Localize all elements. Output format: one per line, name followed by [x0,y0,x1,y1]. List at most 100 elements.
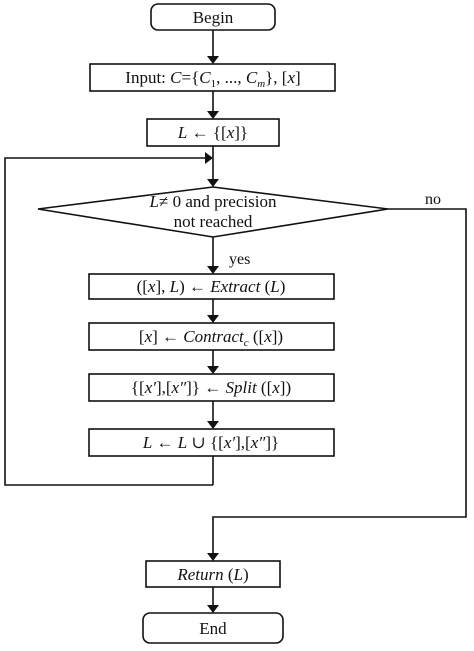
update-union: ∪ {[ [187,433,224,452]
input-box-close: ] [295,68,301,87]
end-shape [142,612,284,644]
split-node: {[x′],[x″]} ← Split ([x]) [88,373,335,402]
arrowhead-return [207,553,219,561]
contract-label: [x] ← Contractc ([x]) [139,327,283,349]
input-cm: C [246,68,258,87]
extract-function: Extract [209,277,261,296]
update-close: ]} [265,433,279,452]
init-node: L ← {[x]} [146,118,280,147]
split-arg-close: ]) [280,378,291,397]
input-box-var: x [286,68,295,87]
contract-shape [88,322,335,351]
input-set-close: }, [ [265,68,288,87]
init-shape [146,118,280,147]
contract-arg-close: ]) [272,327,283,346]
arrowhead-update [207,421,219,429]
extract-shape [88,273,335,300]
split-arg: x [271,378,280,397]
end-node: End [142,612,284,644]
init-label: L ← {[x]} [177,123,248,142]
extract-x: x [147,277,156,296]
split-mid: ],[ [156,378,172,397]
arrowhead-end [207,605,219,613]
input-label: Input: C={C1, ..., Cm}, [x] [125,68,300,90]
extract-arg-close: ) [280,277,286,296]
end-label: End [199,619,227,638]
split-label: {[x′],[x″]} ← Split ([x]) [131,378,291,397]
extract-arrow: ) ← [179,277,210,296]
edge-label-yes: yes [229,251,250,268]
edge-decision-no-path [212,208,467,553]
contract-arg: x [263,327,272,346]
input-set-name: C [170,68,182,87]
loop-back-path [4,157,213,486]
arrowhead-split [207,366,219,374]
update-l-right: L [177,433,187,452]
split-function: Split [226,378,258,397]
input-cm-subscript: m [257,78,265,90]
input-set-open: ={ [182,68,200,87]
extract-open: ([ [137,277,149,296]
begin-label: Begin [193,8,234,27]
contract-open: [ [139,327,145,346]
input-prefix: Input: [125,68,170,87]
input-c1-subscript: 1 [211,78,217,90]
contract-x: x [144,327,153,346]
decision-condition: ≠ 0 and precision [159,192,277,211]
begin-node: Begin [150,3,276,31]
update-arrow: ← [152,433,178,452]
decision-line-2: not reached [174,212,253,231]
extract-arg-open: ( [260,277,270,296]
init-close: ]} [234,123,248,142]
connectors [4,30,467,613]
init-l: L [177,123,187,142]
decision-shape [37,186,389,238]
split-x1: x′ [144,378,157,397]
update-shape [88,428,335,457]
edge-label-no: no [425,191,441,208]
contract-node: [x] ← Contractc ([x]) [88,322,335,351]
init-arrow: ← {[ [187,123,227,142]
begin-shape [150,3,276,31]
input-node: Input: C={C1, ..., Cm}, [x] [89,63,336,92]
contract-subscript: c [244,337,249,349]
arrowhead-extract [207,266,219,274]
extract-node: ([x], L) ← Extract (L) [88,273,335,300]
split-arrow: ]} ← [186,378,225,397]
input-shape [89,63,336,92]
contract-arg-open: ([ [249,327,265,346]
contract-function: Contract [183,327,245,346]
decision-line-1: L≠ 0 and precision [149,192,277,211]
split-shape [88,373,335,402]
arrowhead-decision [207,179,219,187]
arrowhead-input [207,56,219,64]
return-node: Return (L) [145,560,281,588]
arrowhead-loop-back [205,152,213,164]
return-function: Return [176,565,223,584]
input-ellipsis: , ..., [216,68,246,87]
contract-arrow: ] ← [152,327,183,346]
update-x2: x″ [250,433,267,452]
arrowhead-contract [207,315,219,323]
update-label: L ← L ∪ {[x′],[x″]} [142,433,279,452]
extract-arg: L [269,277,279,296]
split-arg-open: ([ [257,378,273,397]
extract-l: L [169,277,179,296]
update-x1: x′ [223,433,236,452]
update-node: L ← L ∪ {[x′],[x″]} [88,428,335,457]
return-label: Return (L) [176,565,248,584]
return-shape [145,560,281,588]
update-l-left: L [142,433,152,452]
input-c1: C [199,68,211,87]
return-arg: L [233,565,243,584]
return-open: ( [224,565,234,584]
init-x: x [226,123,235,142]
update-mid: ],[ [235,433,251,452]
extract-label: ([x], L) ← Extract (L) [137,277,286,296]
decision-l: L [149,192,159,211]
extract-comma: ], [155,277,169,296]
return-close: ) [243,565,249,584]
decision-node: L≠ 0 and precision not reached [37,186,389,238]
